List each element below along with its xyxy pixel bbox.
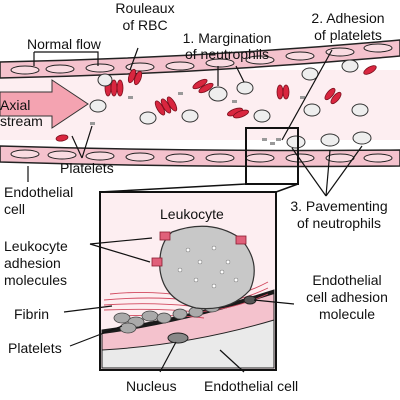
label-leukocyte-adhesion-3: molecules	[4, 272, 68, 288]
label-pavementing-1: 3. Pavementing	[290, 198, 388, 214]
platelets-lumen	[90, 92, 305, 145]
label-rouleaux-1: Rouleaux	[115, 0, 175, 16]
label-nucleus: Nucleus	[126, 378, 177, 394]
label-platelets-bottom: Platelets	[8, 340, 62, 356]
label-platelets-top: Platelets	[60, 160, 114, 176]
leukocyte-adhesion-molecules	[151, 231, 247, 267]
leukocyte-cell	[159, 225, 255, 310]
label-endothelial-cell-2: cell	[4, 201, 26, 217]
label-rouleaux-2: of RBC	[122, 17, 168, 33]
blood-vessel	[0, 39, 400, 185]
label-axial-stream-1: Axial	[0, 97, 31, 113]
label-endothelial-adhesion-2: cell adhesion	[306, 289, 388, 305]
label-leukocyte-adhesion-1: Leukocyte	[4, 238, 68, 254]
inset-connector-left	[99, 183, 247, 193]
label-margination-1: 1. Margination	[182, 30, 272, 46]
label-adhesion-platelets-2: of platelets	[314, 27, 382, 43]
endothelial-cells-bottom	[10, 149, 393, 163]
label-margination-2: of neutrophils	[184, 46, 270, 62]
leukocyte-granules	[177, 245, 239, 289]
label-pavementing-2: of neutrophils	[296, 215, 382, 231]
platelets-inset	[113, 303, 220, 334]
magnified-inset	[99, 183, 299, 371]
label-endothelial-adhesion-3: molecule	[318, 306, 376, 322]
label-endothelial-cell-1: Endothelial	[4, 184, 74, 200]
label-adhesion-platelets-1: 2. Adhesion	[311, 10, 385, 26]
label-endothelial-adhesion-1: Endothelial	[312, 272, 382, 288]
inset-basement	[101, 319, 275, 369]
leader-lines	[27, 47, 363, 373]
label-normal-flow: Normal flow	[27, 36, 101, 52]
label-leukocyte-adhesion-2: adhesion	[4, 255, 61, 271]
label-leukocyte: Leukocyte	[160, 206, 224, 222]
label-fibrin: Fibrin	[14, 306, 50, 322]
label-axial-stream-2: stream	[0, 113, 43, 129]
inset-connector-right	[275, 183, 299, 193]
nucleus-shape	[167, 332, 189, 344]
label-endothelial-cell-bottom: Endothelial cell	[204, 378, 299, 394]
axial-stream-arrow	[0, 79, 89, 129]
neutrophils	[89, 59, 372, 149]
endothelial-cells-top	[10, 43, 393, 75]
